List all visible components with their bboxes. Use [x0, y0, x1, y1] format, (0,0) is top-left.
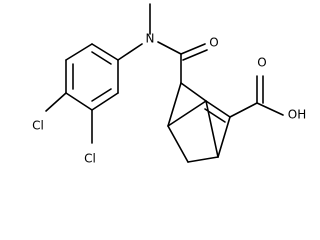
chemical-structure: Cl Cl N O	[32, 3, 306, 166]
chlorine-bottom-label: Cl	[84, 152, 96, 166]
core-bond-6	[167, 82, 182, 127]
ring-inner-bond-2	[91, 88, 112, 102]
carbonyl-o-bond-2	[182, 49, 208, 61]
structure-canvas: Cl Cl N O	[32, 3, 307, 166]
aryl-n-bond	[117, 43, 143, 61]
bicyclic-core	[167, 53, 231, 163]
acid-oxygen-label: O	[257, 56, 266, 70]
carboxylic-acid: O OH	[229, 56, 306, 122]
ring-bond-6	[65, 43, 93, 61]
core-bond-5	[167, 125, 189, 163]
carbonyl-o-bond-1	[180, 43, 206, 55]
hydroxyl-label: OH	[288, 108, 306, 122]
core-bond-3	[217, 116, 231, 158]
n-carbonyl-bond	[157, 41, 182, 55]
aryl-ring	[65, 43, 119, 111]
core-bond-2	[180, 82, 207, 102]
ring-inner-bond-1	[91, 51, 112, 65]
bridge-bond-1	[167, 100, 207, 127]
ring-bond-4	[65, 92, 93, 111]
amide-group: N O	[117, 3, 219, 61]
ring-bond-1	[91, 43, 119, 61]
core-double-bond-outer	[205, 100, 231, 118]
cl-top-bond	[45, 92, 67, 112]
nitrogen-label: N	[146, 32, 155, 46]
chlorine-top-label: Cl	[32, 119, 44, 133]
chloro-substituents: Cl Cl	[32, 92, 96, 166]
acid-carbon-bond	[229, 102, 258, 118]
acid-oh-bond	[256, 102, 284, 116]
ring-bond-3	[91, 92, 119, 111]
amide-oxygen-label: O	[209, 36, 218, 50]
core-bond-4	[187, 156, 219, 163]
bridge-bond-2	[205, 100, 219, 158]
